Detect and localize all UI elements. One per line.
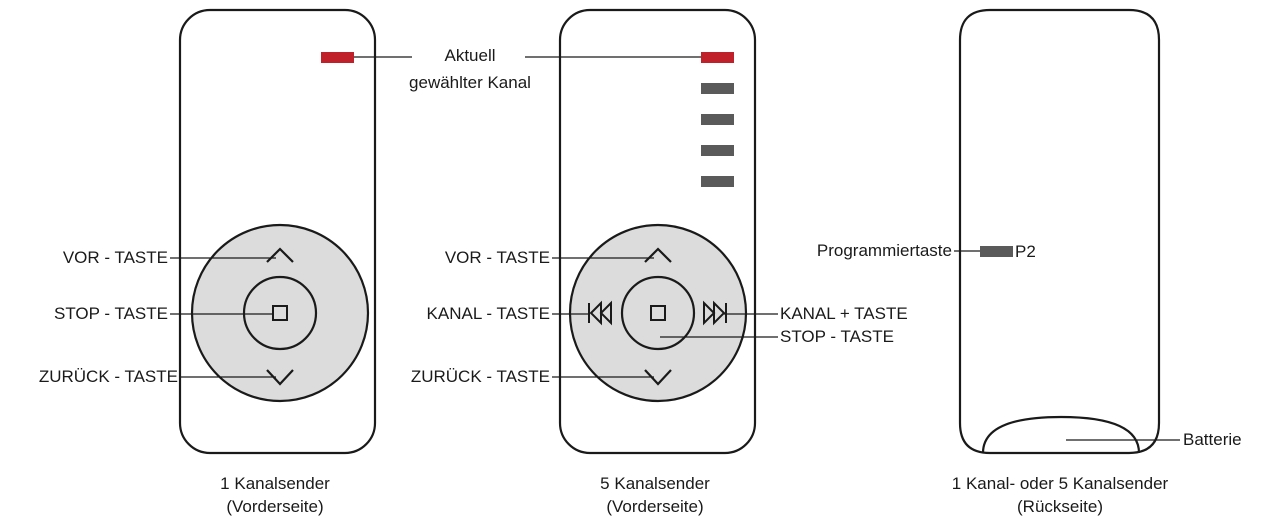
callout-line-1: Aktuell [444,46,496,65]
channel-led-2 [701,83,734,94]
channel-led-3 [701,114,734,125]
r5-caption-line-1: 5 Kanalsender [600,474,710,493]
remote-5-body [558,8,757,455]
callout-line-2: gewählter Kanal [409,73,531,92]
remote-5-down-chevron-icon[interactable] [644,369,672,386]
remote-5-channel-leds [701,52,734,187]
remote-5-rewind-icon[interactable] [588,300,612,326]
r1-stop-label: STOP - TASTE [54,304,168,323]
r5-channel-plus-label: KANAL + TASTE [780,304,908,323]
r5-back-label: ZURÜCK - TASTE [410,367,550,386]
r5-caption-line-2: (Vorderseite) [606,497,704,516]
remote-1-down-chevron-icon[interactable] [266,369,294,386]
remote-5-fast-forward-icon[interactable] [703,300,727,326]
r5-channel-minus-label: KANAL - TASTE [426,304,550,323]
r1-caption-line-2: (Vorderseite) [226,497,324,516]
p2-label: P2 [1015,242,1036,261]
channel-led-5 [701,176,734,187]
r1-forward-label: VOR - TASTE [62,248,168,267]
remote-1-body [178,8,377,455]
battery-cover [981,415,1141,454]
remote-5-stop-ring[interactable] [620,275,696,351]
remote-1-stop-ring[interactable] [242,275,318,351]
remote-5-stop-icon [650,305,666,321]
r1-caption-line-1: 1 Kanalsender [220,474,330,493]
remote-back-body [958,8,1161,455]
program-key-p2[interactable] [980,246,1013,257]
r1-back-label: ZURÜCK - TASTE [38,367,178,386]
channel-led-1 [701,52,734,63]
r5-forward-label: VOR - TASTE [444,248,550,267]
back-caption-line-1: 1 Kanal- oder 5 Kanalsender [951,474,1169,493]
program-key-label: Programmiertaste [816,241,952,260]
back-caption-line-2: (Rückseite) [1017,497,1103,516]
battery-label: Batterie [1183,430,1242,449]
remote-1-active-channel-led [321,52,354,63]
r5-stop-label: STOP - TASTE [780,327,894,346]
channel-led-4 [701,145,734,156]
remote-1-stop-icon [272,305,288,321]
